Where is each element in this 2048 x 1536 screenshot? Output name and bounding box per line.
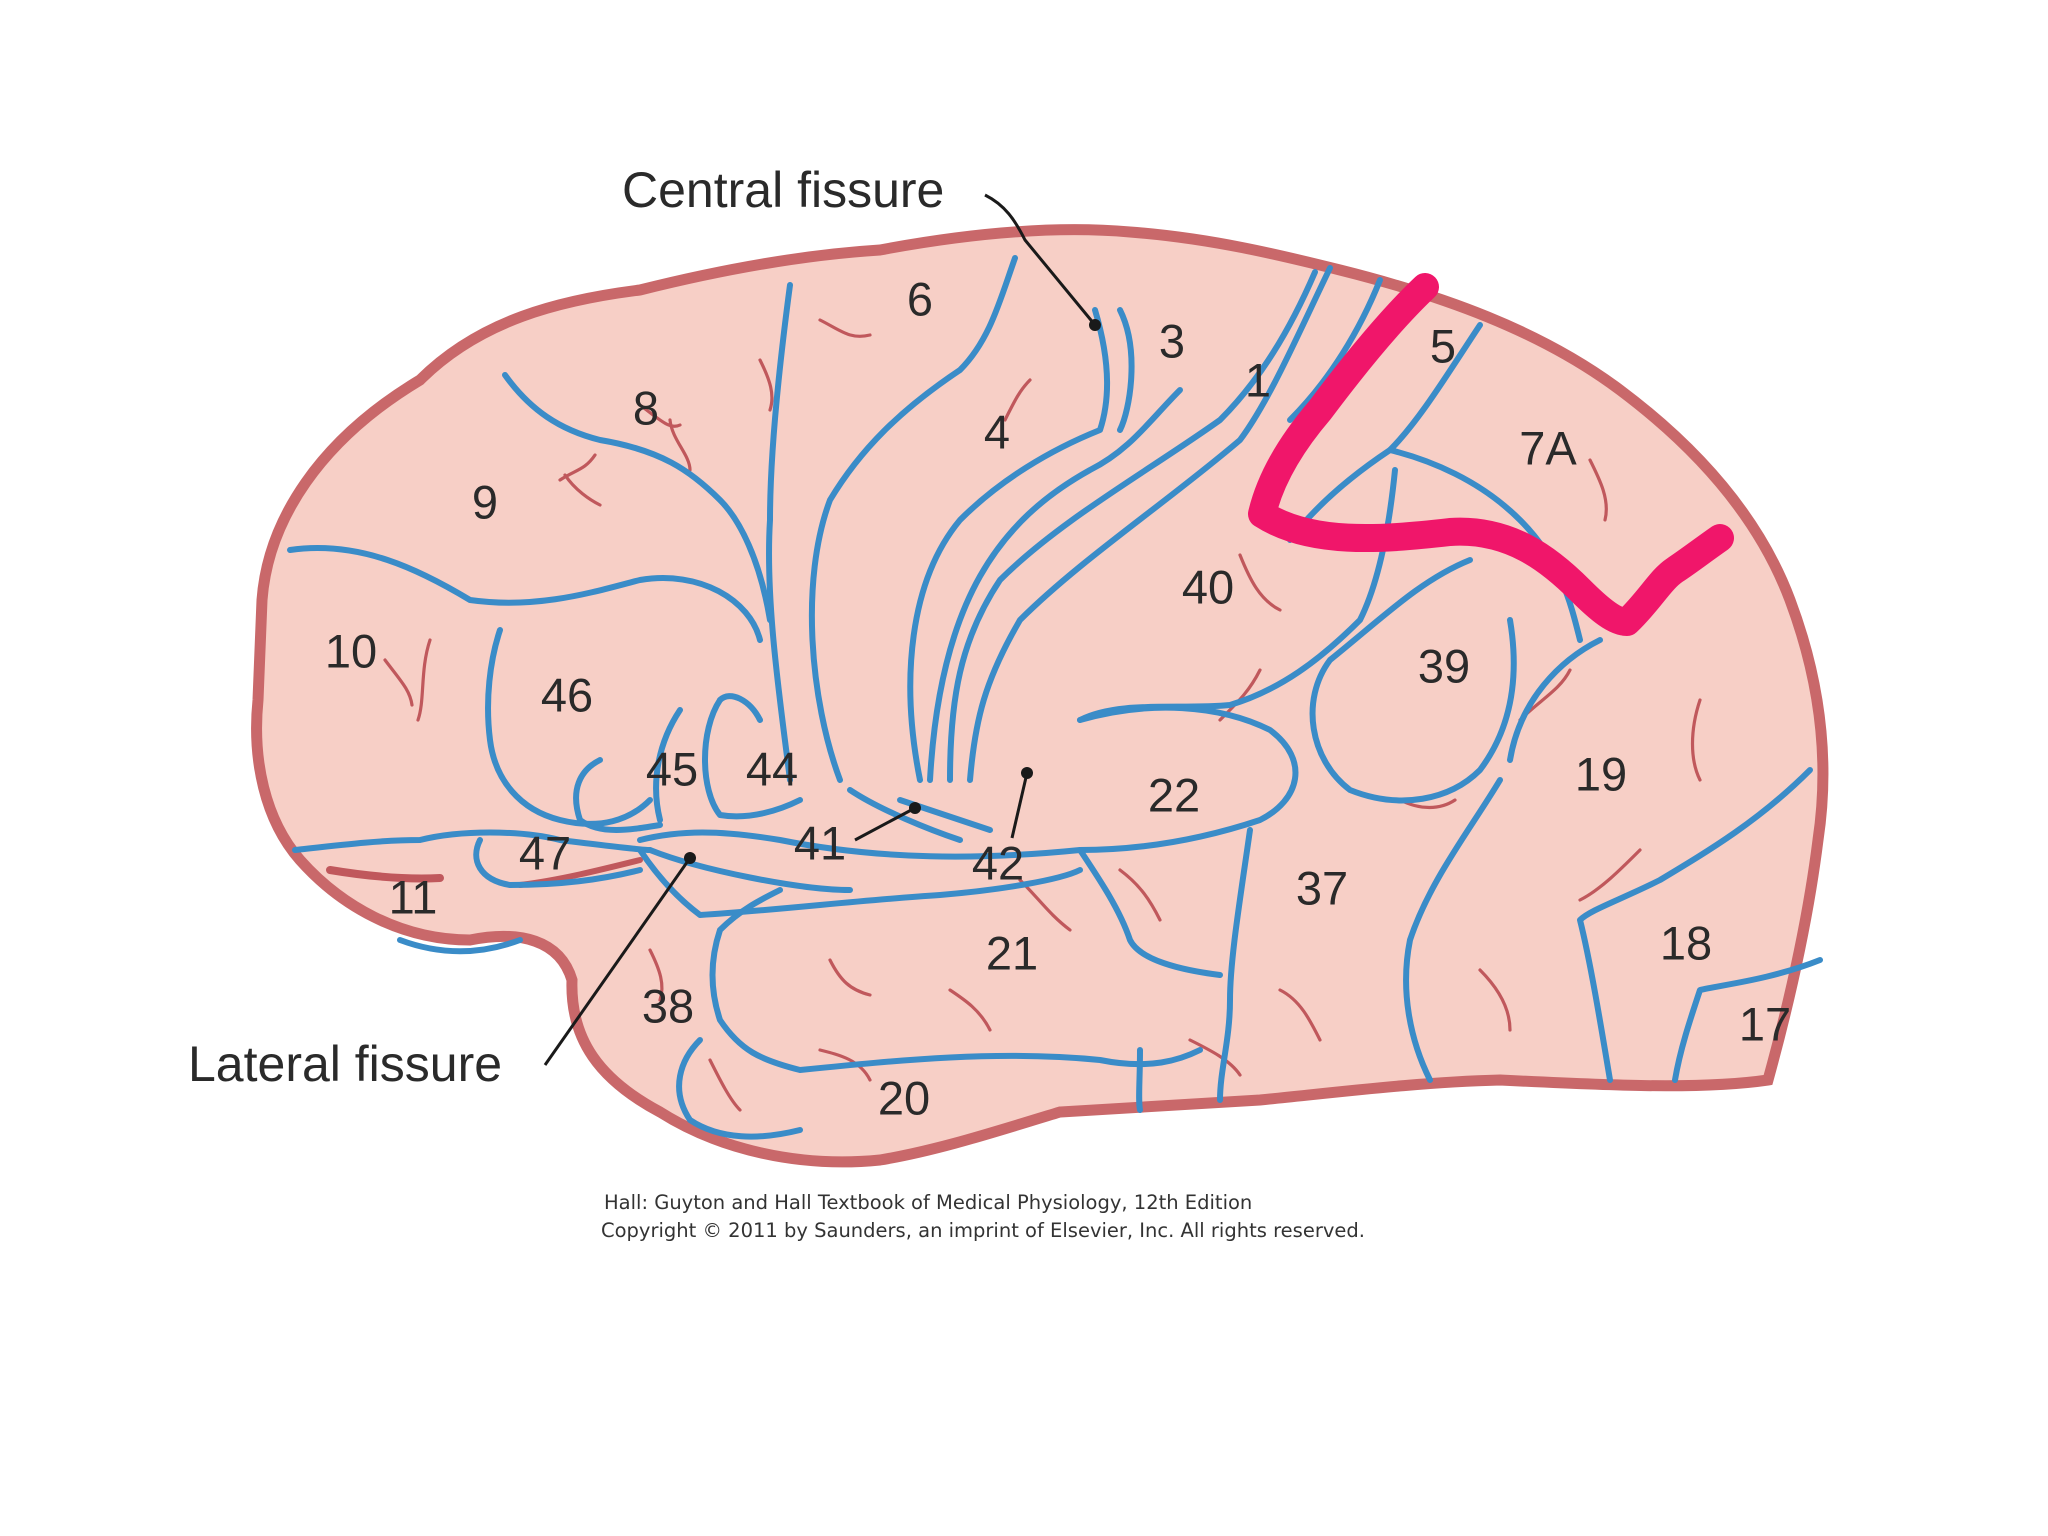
area-label: 46 — [541, 668, 593, 721]
area-label: 19 — [1575, 747, 1627, 800]
area-label: 42 — [972, 836, 1024, 889]
leader-lines — [543, 193, 1101, 1066]
area-label: 44 — [746, 742, 798, 795]
central-fissure-label: Central fissure — [622, 162, 944, 218]
area-label: 9 — [472, 475, 498, 528]
area-label: 22 — [1148, 768, 1200, 821]
area-label: 39 — [1418, 639, 1470, 692]
area-label: 38 — [642, 979, 694, 1032]
area-label: 8 — [633, 381, 659, 434]
area-label: 7A — [1519, 421, 1577, 474]
area-label: 3 — [1159, 314, 1185, 367]
area-label: 40 — [1182, 560, 1234, 613]
area-label: 1 — [1245, 353, 1271, 406]
area-label: 21 — [986, 926, 1038, 979]
area-label: 18 — [1660, 916, 1712, 969]
area-label: 20 — [878, 1071, 930, 1124]
area-label: 45 — [646, 742, 698, 795]
area-label: 37 — [1296, 861, 1348, 914]
sulci-lines — [287, 255, 1823, 1140]
figure-credit-line-1: Hall: Guyton and Hall Textbook of Medica… — [604, 1191, 1252, 1214]
area-labels: 6 3 1 5 8 4 7A 9 40 10 39 46 45 44 22 19… — [325, 272, 1791, 1124]
area-label: 41 — [794, 816, 846, 869]
figure-credit-line-2: Copyright © 2011 by Saunders, an imprint… — [601, 1219, 1365, 1242]
area-label: 6 — [907, 272, 933, 325]
area-label: 17 — [1739, 997, 1791, 1050]
area-label: 5 — [1430, 319, 1456, 372]
area-label: 4 — [984, 405, 1010, 458]
area-label: 47 — [519, 826, 571, 879]
area-label: 11 — [389, 870, 438, 923]
lateral-fissure-label: Lateral fissure — [188, 1036, 502, 1092]
highlight-annotation — [1248, 273, 1734, 636]
area-label: 10 — [325, 624, 377, 677]
brain-outline — [251, 224, 1829, 1168]
